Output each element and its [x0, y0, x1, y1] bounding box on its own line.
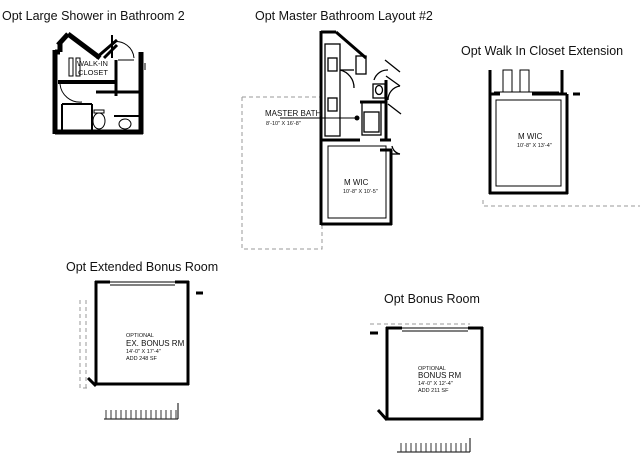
room-label-closet: CLOSET [78, 68, 108, 77]
caption-large-shower: Opt Large Shower in Bathroom 2 [2, 9, 185, 23]
room-dims-bonus: 14'-0" X 12'-4" [418, 381, 453, 387]
room-optional-ext-bonus: OPTIONAL [126, 333, 154, 339]
plan-master-bathroom: MASTER BATH 8'-10" X 16'-8" M WIC 10'-8"… [241, 30, 402, 250]
room-dims-ext-bonus: 14'-0" X 17'-4" [126, 349, 161, 355]
room-dims-closet-ext-wic: 10'-8" X 13'-4" [517, 143, 552, 149]
room-dims-master-bath: 8'-10" X 16'-8" [266, 121, 301, 127]
room-add-ext-bonus: ADD 248 SF [126, 356, 158, 362]
room-label-bonus: BONUS RM [418, 371, 461, 380]
room-label-master-wic: M WIC [344, 178, 369, 187]
plan-large-shower: WALK-IN CLOSET [52, 32, 146, 135]
caption-bonus-room: Opt Bonus Room [384, 292, 480, 306]
room-label-walkin: WALK-IN [77, 59, 108, 68]
plan-extended-bonus-room: OPTIONAL EX. BONUS RM 14'-0" X 17'-4" AD… [79, 280, 203, 420]
plan-walkin-closet-extension: M WIC 10'-8" X 13'-4" [482, 69, 640, 207]
room-label-closet-ext-wic: M WIC [518, 132, 543, 141]
caption-extended-bonus-room: Opt Extended Bonus Room [66, 260, 219, 274]
room-label-ext-bonus: EX. BONUS RM [126, 339, 185, 348]
room-add-bonus: ADD 211 SF [418, 388, 449, 394]
room-optional-bonus: OPTIONAL [418, 366, 446, 372]
room-dims-master-wic: 10'-8" X 10'-5" [343, 189, 378, 195]
caption-master-bathroom: Opt Master Bathroom Layout #2 [255, 9, 433, 23]
plan-bonus-room: OPTIONAL BONUS RM 14'-0" X 12'-4" ADD 21… [370, 323, 484, 453]
caption-walkin-closet-extension: Opt Walk In Closet Extension [461, 44, 624, 58]
room-label-master-bath: MASTER BATH [265, 109, 322, 118]
